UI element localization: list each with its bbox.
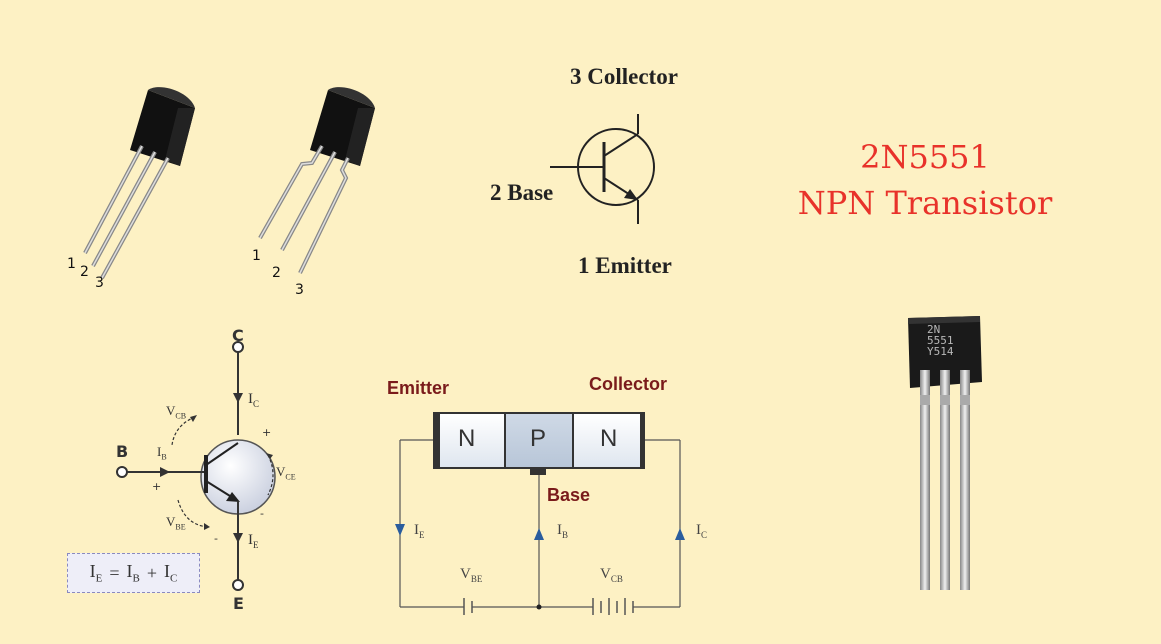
- vbe-main: V: [166, 514, 176, 529]
- plus-sign-b: +: [152, 480, 162, 493]
- junction-collector-label: Collector: [589, 374, 668, 394]
- npn-symbol: [550, 114, 655, 224]
- vcb-sub: CB: [175, 411, 187, 421]
- vce-label: VCE: [276, 464, 296, 482]
- pin-2-label-bent: 2: [272, 265, 281, 281]
- vcb-label: VCB: [166, 403, 186, 421]
- junction-ie-label: IE: [414, 522, 425, 540]
- junction-ie-main: I: [414, 522, 419, 538]
- ib-main: I: [157, 444, 162, 459]
- junction-vbe-label: VBE: [460, 566, 482, 584]
- junction-ie-sub: E: [419, 530, 425, 540]
- bjt-current-diagram: [116, 341, 276, 591]
- minus-sign-b: -: [214, 532, 218, 545]
- junction-vcb-sub: CB: [610, 574, 623, 584]
- junction-ic-main: I: [696, 522, 701, 538]
- pin-2-label: 2: [80, 264, 89, 280]
- transistor-drawing-2: [258, 87, 375, 274]
- current-formula: IE = IB + IC: [67, 553, 200, 593]
- pin-1-label-bent: 1: [252, 248, 261, 264]
- chip-marking: 2N 5551 Y514: [927, 324, 954, 357]
- junction-ib-main: I: [557, 522, 562, 538]
- junction-ib-sub: B: [562, 530, 569, 540]
- ib-label: IB: [157, 444, 167, 462]
- chip-marking-line3: Y514: [927, 345, 954, 358]
- formula-plus: +: [146, 562, 158, 583]
- ie-main: I: [248, 532, 253, 548]
- vbe-sub: BE: [175, 522, 186, 532]
- junction-p: P: [530, 425, 547, 452]
- ie-label: IE: [248, 532, 259, 550]
- part-type: NPN Transistor: [797, 184, 1053, 222]
- vce-main: V: [276, 464, 286, 479]
- formula-ib: IB: [126, 561, 140, 585]
- ic-label: IC: [248, 391, 259, 409]
- base-label: 2 Base: [490, 180, 554, 205]
- transistor-drawing-1: [83, 87, 195, 279]
- pin-1-label: 1: [67, 256, 76, 272]
- chip-marking-line2: 5551: [927, 334, 954, 347]
- bjt-b-label: B: [116, 442, 129, 461]
- junction-base-label: Base: [547, 485, 591, 505]
- part-title: 2N5551 NPN Transistor: [760, 134, 1090, 226]
- junction-ic-label: IC: [696, 522, 707, 540]
- ic-main: I: [248, 391, 253, 407]
- formula-eq: =: [109, 562, 120, 583]
- junction-vbe-main: V: [460, 566, 471, 582]
- chip-marking-line1: 2N: [927, 323, 941, 336]
- vce-sub: CE: [285, 472, 296, 482]
- emitter-label: 1 Emitter: [578, 253, 672, 278]
- bjt-c-label: C: [232, 326, 244, 345]
- npn-junction-circuit: [395, 412, 685, 615]
- bjt-e-label: E: [233, 594, 244, 613]
- junction-vcb-main: V: [600, 566, 611, 582]
- formula-ie: IE: [89, 561, 103, 585]
- ic-sub: C: [253, 399, 260, 409]
- collector-label: 3 Collector: [570, 64, 678, 89]
- minus-sign-e: -: [260, 507, 264, 520]
- junction-n1: N: [458, 425, 476, 452]
- ie-sub: E: [253, 540, 259, 550]
- formula-ic: IC: [164, 561, 178, 585]
- pin-3-label: 3: [95, 275, 104, 291]
- pin-3-label-bent: 3: [295, 282, 304, 298]
- vbe-label: VBE: [166, 514, 186, 532]
- vcb-main: V: [166, 403, 176, 418]
- transistor-photo: [908, 316, 982, 590]
- part-number: 2N5551: [860, 138, 990, 176]
- junction-vcb-label: VCB: [600, 566, 623, 584]
- plus-sign-c: +: [262, 426, 272, 439]
- junction-emitter-label: Emitter: [387, 378, 450, 398]
- ib-sub: B: [161, 452, 167, 462]
- junction-ib-label: IB: [557, 522, 568, 540]
- junction-ic-sub: C: [701, 530, 708, 540]
- junction-vbe-sub: BE: [470, 574, 483, 584]
- junction-n2: N: [600, 425, 618, 452]
